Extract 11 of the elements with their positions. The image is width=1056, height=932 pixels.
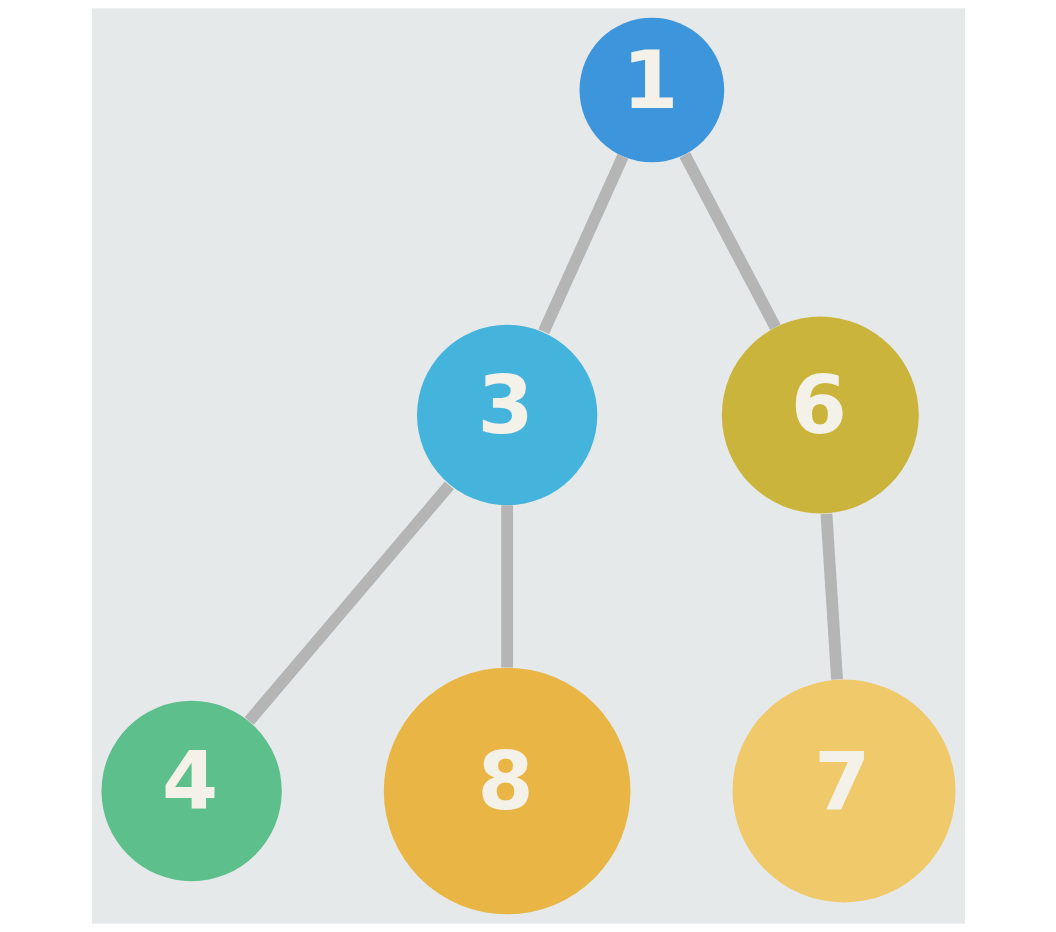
node-circle: 6: [721, 316, 919, 514]
node-circle: 4: [101, 700, 282, 882]
connector: [537, 153, 628, 335]
connector: [244, 481, 454, 725]
connector: [820, 513, 843, 680]
node-circle: 7: [732, 679, 955, 903]
connector: [500, 505, 513, 668]
connector: [679, 152, 781, 330]
node-circle: 8: [383, 667, 630, 915]
node-circle: 3: [416, 324, 597, 506]
node-circle: 1: [579, 17, 724, 163]
